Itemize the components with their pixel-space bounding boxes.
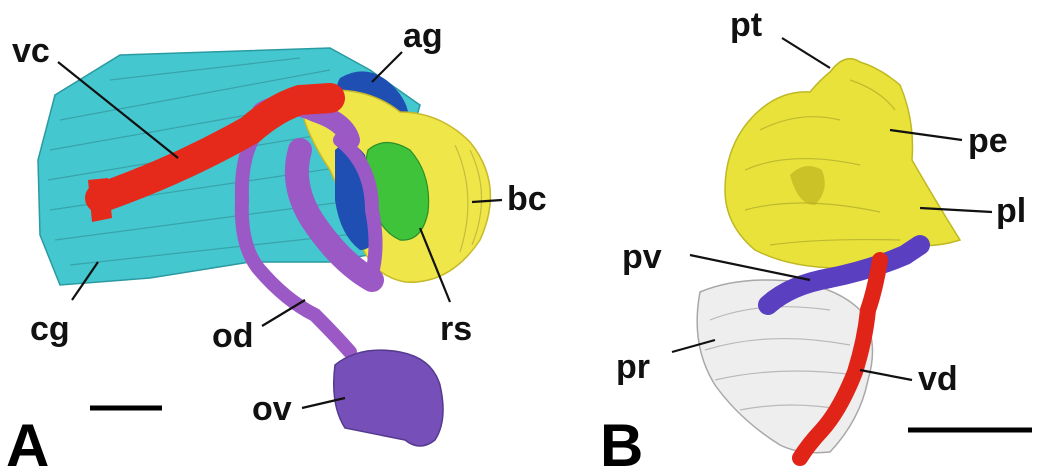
label-pe: pe [968,122,1008,160]
label-cg: cg [30,310,70,348]
label-vc: vc [12,32,50,70]
panel-letter-a: A [6,412,49,472]
label-pt: pt [730,6,762,44]
label-pr: pr [616,348,650,386]
leader-ag [372,52,402,82]
label-pv: pv [622,238,662,276]
panel-letter-b: B [600,412,643,472]
label-bc: bc [507,180,547,218]
panel-b: pt pe pl pv pr vd B [600,6,1032,472]
label-rs: rs [440,310,472,348]
label-vd: vd [918,360,958,398]
leader-pt [782,38,830,68]
label-od: od [212,317,254,355]
label-pl: pl [996,192,1026,230]
label-ov: ov [252,390,292,428]
shape-pr [697,280,872,453]
label-ag: ag [403,17,443,55]
panel-a: vc ag bc rs od ov cg A [6,17,547,472]
shape-ov [334,350,443,446]
